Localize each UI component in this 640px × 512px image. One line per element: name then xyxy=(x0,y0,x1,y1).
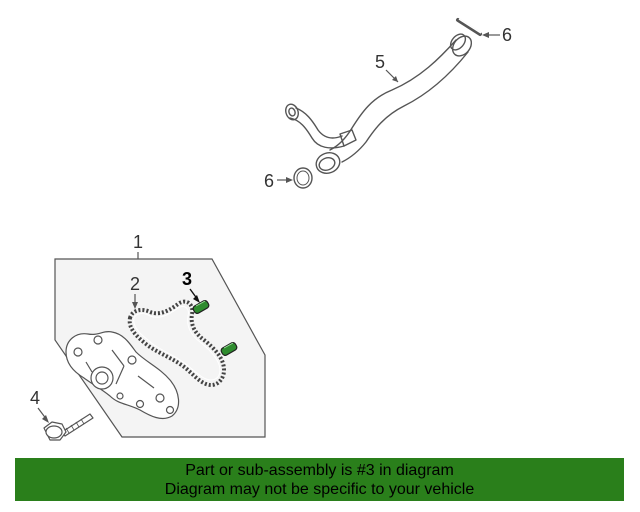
callout-3: 3 xyxy=(182,269,192,289)
callout-5: 5 xyxy=(375,52,385,72)
o-ring-seal-lower xyxy=(293,167,313,189)
pump-gasket xyxy=(127,299,227,387)
coolant-pipe-wall-upper xyxy=(329,39,457,151)
branch-pipe xyxy=(295,107,343,139)
callout-2: 2 xyxy=(130,274,140,294)
o-ring-seal-upper xyxy=(456,18,482,36)
callout-4: 4 xyxy=(30,388,40,408)
mounting-bolt xyxy=(43,413,94,441)
water-pump xyxy=(65,330,180,420)
callout-1: 1 xyxy=(133,232,143,252)
callout-6-lower: 6 xyxy=(264,171,274,191)
banner-line-1: Part or sub-assembly is #3 in diagram xyxy=(185,462,454,479)
coolant-pipe-assembly xyxy=(285,33,473,174)
pipe-upper-end xyxy=(451,35,473,57)
coolant-pipe-wall-lower xyxy=(341,51,469,163)
pipe-lower-connector xyxy=(315,152,341,174)
info-banner: Part or sub-assembly is #3 in diagram Di… xyxy=(15,458,624,501)
dowel-pin-upper xyxy=(192,300,210,314)
callout-6-upper: 6 xyxy=(502,25,512,45)
banner-line-2: Diagram may not be specific to your vehi… xyxy=(164,481,475,498)
dowel-pin-lower xyxy=(220,342,238,356)
